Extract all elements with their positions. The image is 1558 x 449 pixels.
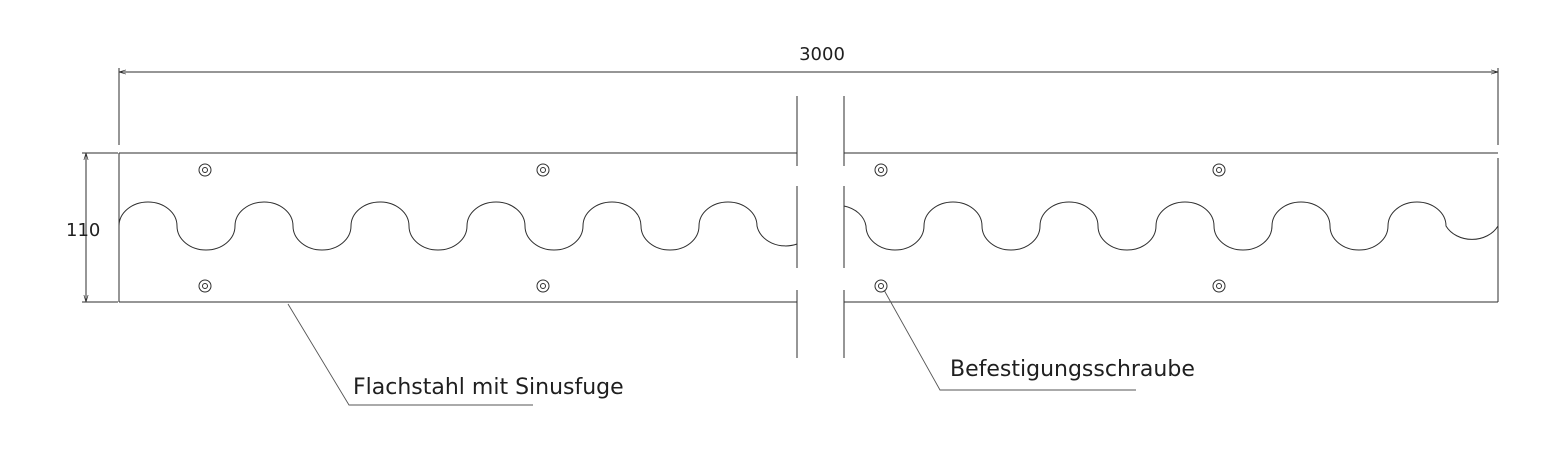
height-dimension: 110 bbox=[66, 152, 118, 303]
screw-icon bbox=[874, 163, 888, 177]
length-dimension-value: 3000 bbox=[799, 44, 845, 65]
screws bbox=[198, 163, 1226, 293]
length-dimension: 3000 bbox=[118, 44, 1499, 145]
screw-icon bbox=[1212, 279, 1226, 293]
leader-flat-steel: Flachstahl mit Sinusfuge bbox=[287, 303, 624, 406]
sinus-joint-left bbox=[118, 201, 798, 251]
label-flat-steel: Flachstahl mit Sinusfuge bbox=[353, 375, 624, 400]
leader-line-screw bbox=[883, 289, 1136, 391]
leader-line-flat-steel bbox=[287, 303, 533, 406]
screw-icon bbox=[874, 279, 888, 293]
screw-icon bbox=[536, 279, 550, 293]
break-lines bbox=[796, 96, 845, 358]
label-screw: Befestigungsschraube bbox=[950, 357, 1195, 382]
height-dimension-value: 110 bbox=[66, 220, 100, 241]
sinus-joint-right bbox=[843, 201, 1499, 251]
leader-screw: Befestigungsschraube bbox=[883, 289, 1195, 391]
screw-icon bbox=[198, 279, 212, 293]
screw-icon bbox=[198, 163, 212, 177]
screw-icon bbox=[536, 163, 550, 177]
screw-icon bbox=[1212, 163, 1226, 177]
steel-strip bbox=[118, 96, 1499, 358]
